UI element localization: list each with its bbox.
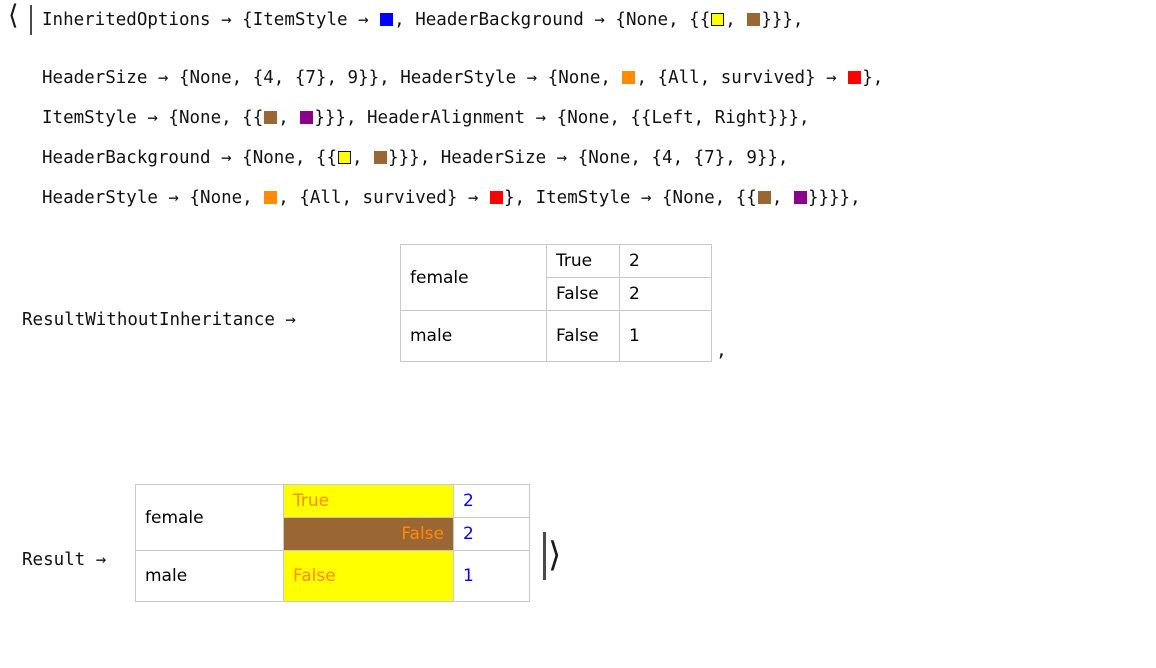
group-cell-male: male bbox=[400, 310, 547, 362]
line1-text-b: , HeaderBackground → {None, {{ bbox=[394, 10, 711, 30]
count-cell: 2 bbox=[619, 277, 712, 311]
association-open-bracket: ⟨ bbox=[8, 0, 19, 31]
association-close-bracket: ⟩ bbox=[548, 535, 562, 575]
line1-text-a: InheritedOptions → {ItemStyle → bbox=[42, 10, 380, 30]
table-row: male False 1 bbox=[135, 550, 530, 602]
result-without-inheritance-label: ResultWithoutInheritance → bbox=[22, 310, 296, 330]
table-row: female True 2 bbox=[400, 244, 712, 311]
brown-swatch bbox=[264, 111, 278, 124]
table-row: False 2 bbox=[136, 517, 530, 551]
result-without-inheritance-table: female True 2 False 2 male False 1 bbox=[400, 244, 712, 362]
count-cell: 2 bbox=[619, 244, 712, 278]
line3-text-b: , bbox=[278, 108, 300, 128]
code-line-4: HeaderBackground → {None, {{, }}}, Heade… bbox=[42, 146, 788, 170]
result-table: female True 2 False 2 male False 1 bbox=[135, 484, 530, 602]
count-cell: 2 bbox=[453, 484, 530, 518]
code-line-3: ItemStyle → {None, {{, }}}, HeaderAlignm… bbox=[42, 106, 810, 130]
line2-text-c: }, bbox=[862, 68, 884, 88]
line5-text-c: }, ItemStyle → {None, {{ bbox=[503, 188, 757, 208]
flag-cell: False bbox=[283, 550, 454, 602]
red-swatch bbox=[848, 71, 862, 84]
comma-separator: , bbox=[716, 340, 727, 361]
result-label: Result → bbox=[22, 550, 107, 570]
line5-text-d: , bbox=[771, 188, 793, 208]
red-swatch bbox=[489, 191, 503, 204]
brown-swatch bbox=[374, 151, 388, 164]
flag-cell: False bbox=[283, 517, 454, 551]
line2-text-a: HeaderSize → {None, {4, {7}, 9}}, Header… bbox=[42, 68, 622, 88]
orange-swatch bbox=[622, 71, 636, 84]
line3-text-c: }}}, HeaderAlignment → {None, {{Left, Ri… bbox=[314, 108, 810, 128]
flag-cell: True bbox=[283, 484, 454, 518]
line5-text-a: HeaderStyle → {None, bbox=[42, 188, 264, 208]
orange-swatch bbox=[264, 191, 278, 204]
line4-text-a: HeaderBackground → {None, {{ bbox=[42, 148, 338, 168]
line1-text-d: }}}, bbox=[761, 10, 804, 30]
flag-cell: False bbox=[546, 310, 620, 362]
group-cell-female: female bbox=[135, 484, 284, 551]
line2-text-b: , {All, survived} → bbox=[636, 68, 848, 88]
purple-swatch bbox=[793, 191, 807, 204]
association-open-bar bbox=[30, 5, 32, 35]
count-cell: 1 bbox=[619, 310, 712, 362]
group-cell-female: female bbox=[400, 244, 547, 311]
line3-text-a: ItemStyle → {None, {{ bbox=[42, 108, 264, 128]
line4-text-b: , bbox=[352, 148, 374, 168]
table-row: female True 2 bbox=[135, 484, 530, 551]
code-line-5: HeaderStyle → {None, , {All, survived} →… bbox=[42, 186, 861, 210]
association-close-bar bbox=[543, 532, 546, 580]
line5-text-b: , {All, survived} → bbox=[278, 188, 489, 208]
count-cell: 1 bbox=[453, 550, 530, 602]
line5-text-e: }}}}, bbox=[807, 188, 861, 208]
yellow-swatch bbox=[711, 13, 725, 26]
yellow-swatch bbox=[338, 151, 352, 164]
line1-text-c: , bbox=[725, 10, 747, 30]
count-cell: 2 bbox=[453, 517, 530, 551]
table-row: male False 1 bbox=[400, 310, 712, 362]
table-row: False 2 bbox=[401, 277, 712, 311]
flag-cell: True bbox=[546, 244, 620, 278]
line4-text-c: }}}, HeaderSize → {None, {4, {7}, 9}}, bbox=[388, 148, 789, 168]
brown-swatch bbox=[747, 13, 761, 26]
code-line-1: InheritedOptions → {ItemStyle → , Header… bbox=[42, 8, 803, 32]
group-cell-male: male bbox=[135, 550, 284, 602]
flag-cell: False bbox=[546, 277, 620, 311]
code-line-2: HeaderSize → {None, {4, {7}, 9}}, Header… bbox=[42, 66, 883, 90]
brown-swatch bbox=[757, 191, 771, 204]
purple-swatch bbox=[300, 111, 314, 124]
blue-swatch bbox=[380, 13, 394, 26]
